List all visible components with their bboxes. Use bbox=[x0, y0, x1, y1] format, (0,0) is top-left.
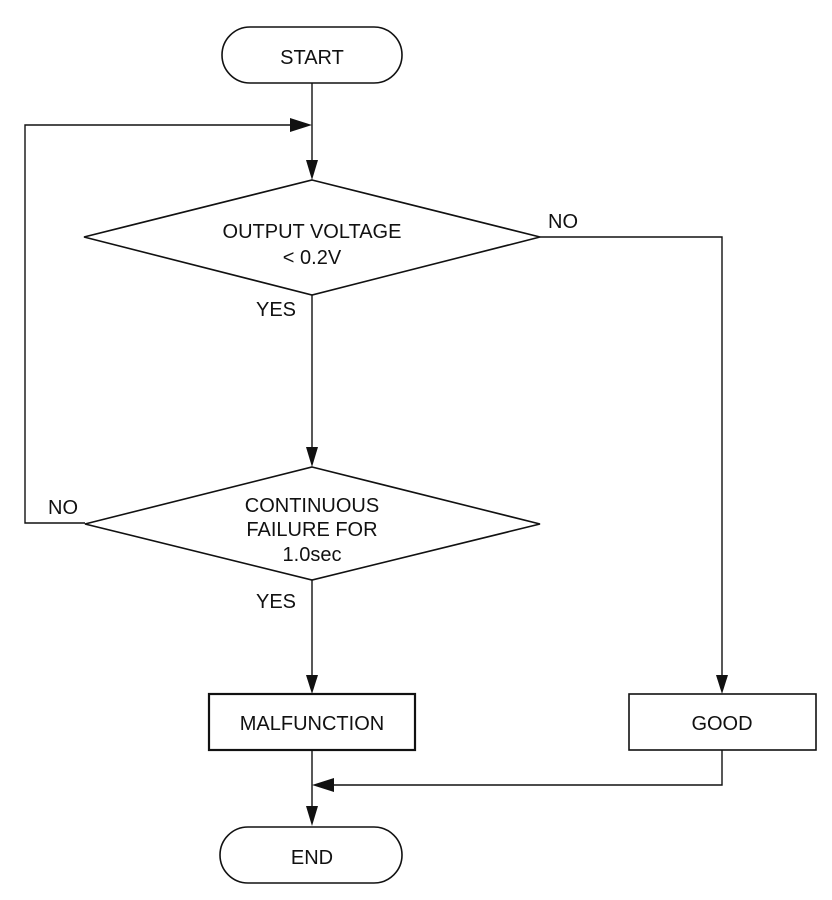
decision1-yes-label: YES bbox=[256, 299, 296, 321]
arrowhead-into-decision1 bbox=[306, 160, 318, 180]
arrowhead-merge bbox=[312, 778, 334, 792]
malfunction-box bbox=[207, 692, 417, 752]
start-label: START bbox=[280, 47, 344, 69]
arrowhead-loop-back bbox=[290, 118, 312, 132]
connector-loop-back bbox=[24, 124, 292, 524]
end-label: END bbox=[291, 847, 333, 869]
decision2-yes-label: YES bbox=[256, 591, 296, 613]
decision1-line1: OUTPUT VOLTAGE bbox=[223, 221, 402, 243]
end-terminal bbox=[219, 826, 403, 884]
decision2-no-label: NO bbox=[48, 497, 78, 519]
arrowhead-into-end bbox=[306, 806, 318, 826]
arrowhead-into-decision2 bbox=[306, 447, 318, 467]
connector-good-to-merge bbox=[332, 750, 723, 786]
decision1-no-label: NO bbox=[548, 211, 578, 233]
decision2-line1: CONTINUOUS bbox=[245, 495, 379, 517]
decision2-line2: FAILURE FOR bbox=[246, 519, 377, 541]
connector-decision1-no-to-good bbox=[540, 236, 723, 676]
decision2-line3: 1.0sec bbox=[283, 544, 342, 566]
good-box bbox=[628, 693, 817, 751]
decision1-line2: < 0.2V bbox=[283, 247, 342, 269]
malfunction-label: MALFUNCTION bbox=[240, 713, 384, 735]
good-label: GOOD bbox=[691, 713, 752, 735]
arrowhead-into-malfunction bbox=[306, 675, 318, 694]
arrowhead-into-good bbox=[716, 675, 728, 694]
